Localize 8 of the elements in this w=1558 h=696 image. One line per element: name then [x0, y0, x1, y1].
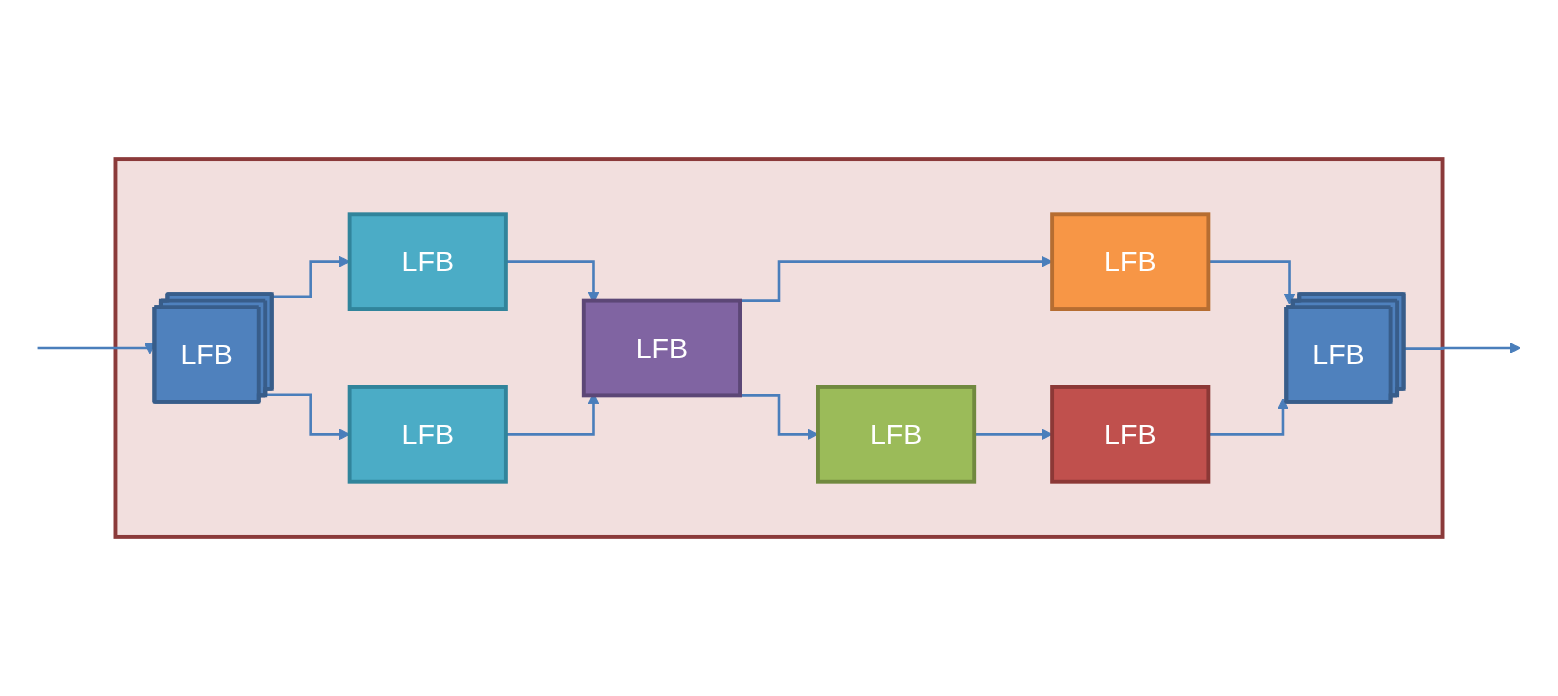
node-box: LFB [816, 385, 977, 484]
node-box: LFB [581, 298, 742, 398]
node-box: LFB [347, 212, 508, 311]
arrow [1404, 342, 1521, 354]
node-box: LFB [1050, 385, 1211, 484]
cluster [113, 157, 1445, 539]
node-box: LFB [347, 385, 508, 484]
node-box: LFB [1050, 212, 1211, 311]
